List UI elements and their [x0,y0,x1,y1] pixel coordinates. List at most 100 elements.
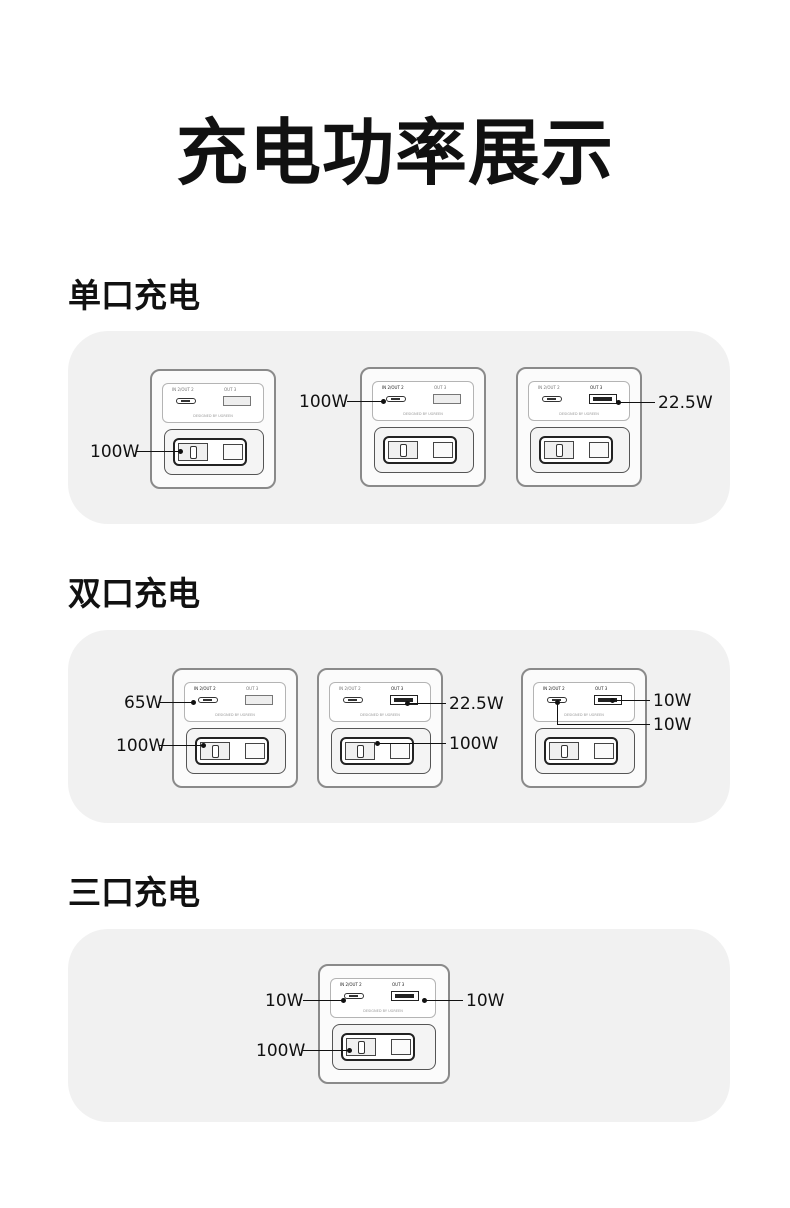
cable-tail-icon [245,743,265,759]
usb-c-plug-icon [346,1038,376,1056]
cable-bay [186,728,286,774]
charger-device: IN 2/OUT 2 OUT 3 DESIGNED BY UGREEN [360,367,486,487]
port-label: OUT 3 [434,385,447,390]
cable-tail-icon [391,1039,411,1055]
usb-c-port-icon [542,396,562,402]
leader-line [557,703,559,725]
port-label: IN 2/OUT 2 [339,686,361,691]
usb-a-port-icon [391,991,419,1001]
usb-c-port-icon [343,697,363,703]
page-title: 充电功率展示 [175,111,614,195]
charger-device: IN 2/OUT 2 OUT 3 DESIGNED BY UGREEN [516,367,642,487]
watt-label: 100W [90,442,140,462]
brand-label: DESIGNED BY UGREEN [559,412,599,416]
cable-tail-icon [223,444,243,460]
brand-label: DESIGNED BY UGREEN [363,1009,403,1013]
leader-dot [610,698,615,703]
watt-label: 100W [299,392,349,412]
leader-line [303,1050,349,1052]
watt-label: 100W [449,734,499,754]
cable-bay [535,728,635,774]
port-label: IN 2/OUT 2 [194,686,216,691]
leader-line [159,745,203,747]
cable-tail-icon [594,743,614,759]
panel-triple-port: IN 2/OUT 2 OUT 3 DESIGNED BY UGREEN 10W … [68,929,730,1122]
leader-line [303,1000,343,1002]
built-in-cable-icon [173,438,247,466]
cable-bay [332,1024,436,1070]
watt-label: 10W [653,691,692,711]
cable-tail-icon [390,743,410,759]
panel-dual-port: IN 2/OUT 2 OUT 3 DESIGNED BY UGREEN 65W … [68,630,730,823]
leader-dot [616,400,621,405]
brand-label: DESIGNED BY UGREEN [215,713,255,717]
usb-c-plug-icon [178,443,208,461]
port-label: IN 2/OUT 2 [543,686,565,691]
cable-bay [530,427,630,473]
usb-a-port-icon [433,394,461,404]
port-panel: IN 2/OUT 2 OUT 3 DESIGNED BY UGREEN [162,383,264,423]
charger-device: IN 2/OUT 2 OUT 3 DESIGNED BY UGREEN [317,668,443,788]
port-label: IN 2/OUT 2 [172,387,194,392]
built-in-cable-icon [539,436,613,464]
port-panel: IN 2/OUT 2 OUT 3 DESIGNED BY UGREEN [184,682,286,722]
watt-label: 100W [256,1041,306,1061]
charger-device: IN 2/OUT 2 OUT 3 DESIGNED BY UGREEN [172,668,298,788]
port-label: IN 2/OUT 2 [538,385,560,390]
watt-label: 22.5W [658,393,713,413]
port-label: IN 2/OUT 2 [340,982,362,987]
usb-c-port-icon [198,697,218,703]
usb-a-port-icon [245,695,273,705]
brand-label: DESIGNED BY UGREEN [564,713,604,717]
cable-tail-icon [589,442,609,458]
port-label: OUT 3 [590,385,603,390]
port-label: OUT 3 [391,686,404,691]
port-label: OUT 3 [392,982,405,987]
built-in-cable-icon [383,436,457,464]
panel-single-port: IN 2/OUT 2 OUT 3 DESIGNED BY UGREEN 100W… [68,331,730,524]
port-label: OUT 3 [595,686,608,691]
port-panel: IN 2/OUT 2 OUT 3 DESIGNED BY UGREEN [528,381,630,421]
leader-dot [341,998,346,1003]
leader-line [613,700,650,702]
usb-c-port-icon [176,398,196,404]
leader-line [378,743,446,745]
leader-line [619,402,655,404]
cable-tail-icon [433,442,453,458]
watt-label: 22.5W [449,694,504,714]
usb-c-plug-icon [549,742,579,760]
leader-dot [178,449,183,454]
brand-label: DESIGNED BY UGREEN [403,412,443,416]
brand-label: DESIGNED BY UGREEN [193,414,233,418]
leader-line [408,703,446,705]
leader-dot [201,743,206,748]
usb-c-plug-icon [345,742,375,760]
leader-dot [381,399,386,404]
leader-line [347,401,383,403]
leader-line [425,1000,463,1002]
usb-c-plug-icon [388,441,418,459]
leader-dot [405,701,410,706]
usb-a-port-icon [223,396,251,406]
section-title-triple: 三口充电 [68,873,200,912]
port-panel: IN 2/OUT 2 OUT 3 DESIGNED BY UGREEN [329,682,431,722]
leader-line [557,724,650,726]
leader-dot [422,998,427,1003]
cable-bay [374,427,474,473]
cable-bay [164,429,264,475]
usb-c-plug-icon [544,441,574,459]
cable-bay [331,728,431,774]
section-title-single: 单口充电 [68,276,200,315]
leader-dot [347,1048,352,1053]
watt-label: 10W [466,991,505,1011]
watt-label: 65W [124,693,163,713]
leader-dot [555,700,560,705]
port-panel: IN 2/OUT 2 OUT 3 DESIGNED BY UGREEN [533,682,635,722]
charger-device: IN 2/OUT 2 OUT 3 DESIGNED BY UGREEN [318,964,450,1084]
usb-c-port-icon [344,993,364,999]
port-panel: IN 2/OUT 2 OUT 3 DESIGNED BY UGREEN [330,978,436,1018]
watt-label: 100W [116,736,166,756]
charger-device: IN 2/OUT 2 OUT 3 DESIGNED BY UGREEN [150,369,276,489]
brand-label: DESIGNED BY UGREEN [360,713,400,717]
section-title-dual: 双口充电 [68,574,200,613]
